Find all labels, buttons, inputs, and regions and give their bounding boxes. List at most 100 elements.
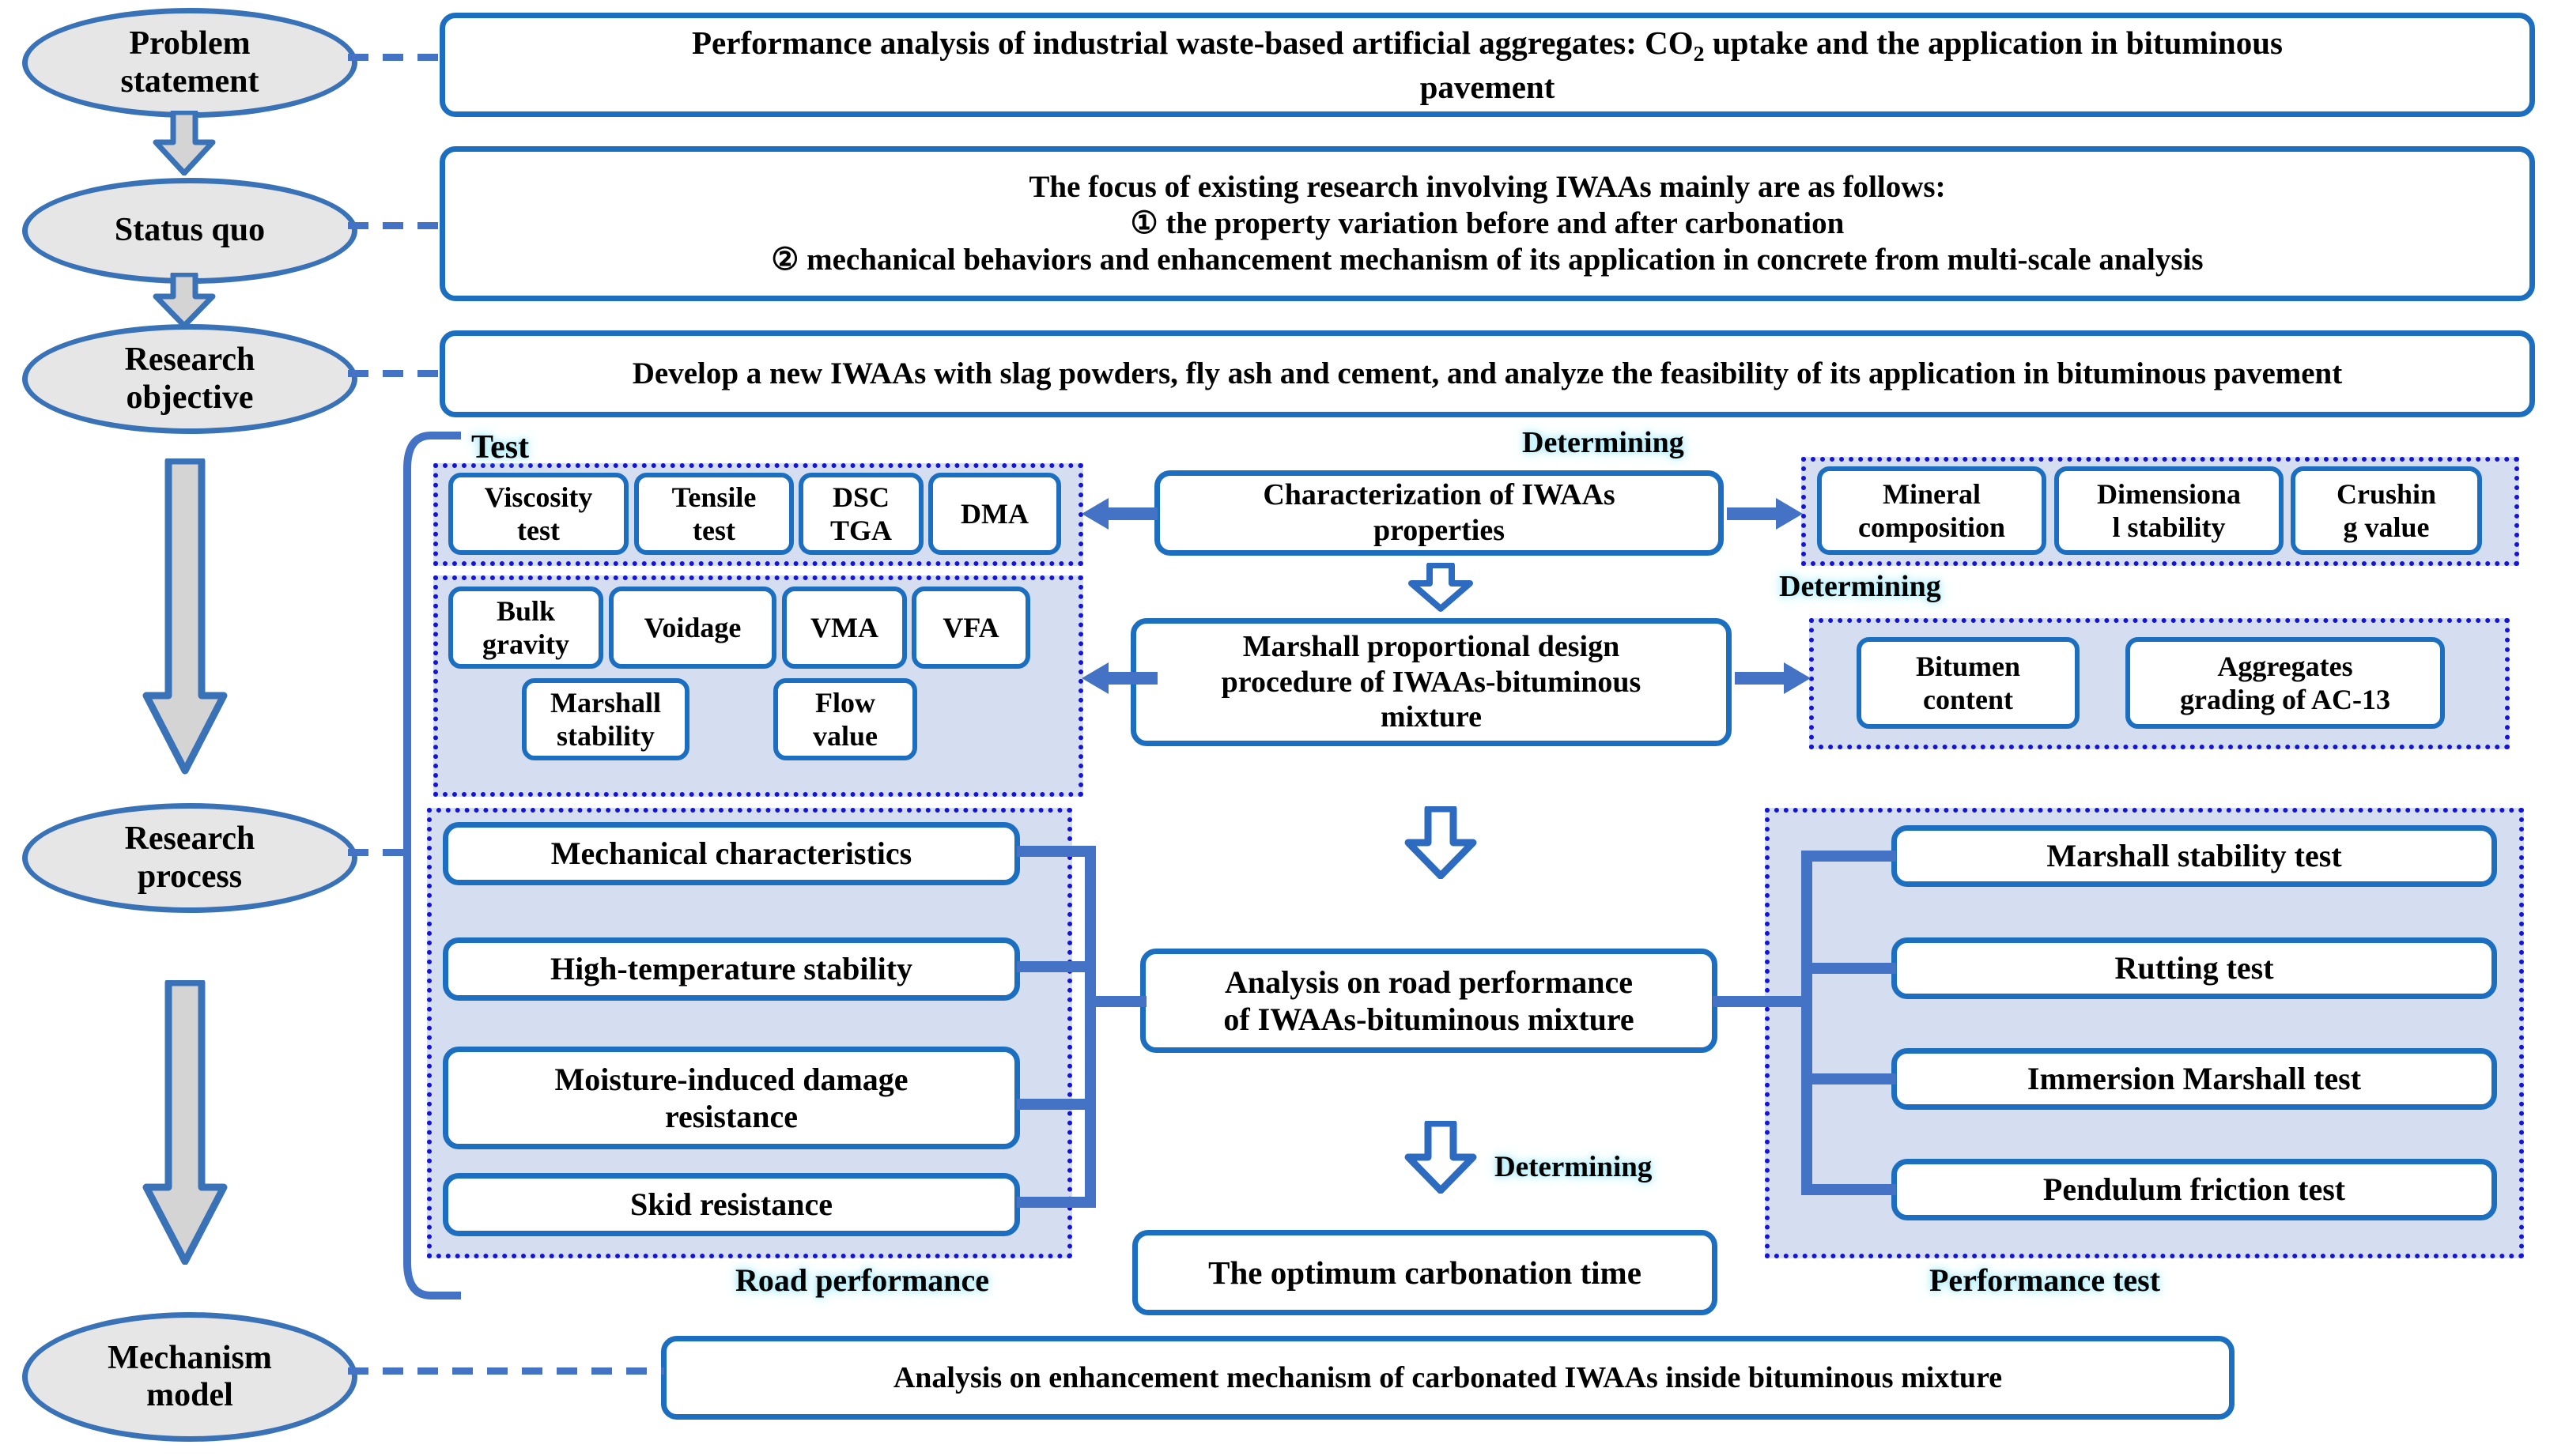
tree-branch-left-3 xyxy=(1017,1099,1094,1110)
box-line1: VFA xyxy=(943,611,999,643)
stage-label-line1: Mechanism xyxy=(108,1339,272,1376)
box-line2: of IWAAs-bituminous mixture xyxy=(1223,1001,1634,1037)
box-line1: Bitumen xyxy=(1915,650,2020,682)
box-line2: properties xyxy=(1373,514,1505,547)
road-perf-box-skid-resistance[interactable]: Skid resistance xyxy=(443,1173,1020,1236)
tree-branch-left-2 xyxy=(1017,961,1094,972)
box-line1: Analysis on road performance xyxy=(1225,964,1633,1000)
box-line1: Aggregates xyxy=(2217,650,2353,682)
box-line2: gravity xyxy=(482,628,569,660)
determining-box-aggregates-grading[interactable]: Aggregates grading of AC-13 xyxy=(2125,637,2445,729)
test-box-bulk-gravity[interactable]: Bulk gravity xyxy=(448,587,603,669)
center-box-optimum-carbonation-time[interactable]: The optimum carbonation time xyxy=(1132,1230,1717,1315)
stage-ellipse-research-objective[interactable]: Research objective xyxy=(22,324,357,434)
box-line1: Immersion Marshall test xyxy=(2027,1061,2362,1097)
perf-test-box-immersion-marshall-test[interactable]: Immersion Marshall test xyxy=(1891,1048,2497,1110)
arrow-to-determining-2-icon xyxy=(1735,661,1811,696)
box-line1: DMA xyxy=(961,497,1029,530)
connector-research-objective xyxy=(348,370,443,377)
box-line1: DSC xyxy=(832,481,890,513)
center-box-marshall-design[interactable]: Marshall proportional design procedure o… xyxy=(1131,618,1732,746)
box-line2: test xyxy=(517,515,560,546)
banner-line1: Analysis on enhancement mechanism of car… xyxy=(893,1360,2003,1394)
group-label-determining-1: Determining xyxy=(1522,426,1684,459)
road-perf-box-high-temperature-stability[interactable]: High-temperature stability xyxy=(443,937,1020,1001)
center-arrow-2-icon xyxy=(1403,806,1478,879)
group-label-determining-2: Determining xyxy=(1779,570,1941,603)
test-box-flow-value[interactable]: Flow value xyxy=(773,678,917,760)
tree-branch-right-3 xyxy=(1811,1073,1896,1084)
determining-box-mineral-composition[interactable]: Mineral composition xyxy=(1817,466,2046,555)
test-box-tensile-test[interactable]: Tensile test xyxy=(634,473,794,555)
arrow-to-test-row1-icon xyxy=(1082,496,1158,531)
test-box-marshall-stability[interactable]: Marshall stability xyxy=(522,678,689,760)
box-line2: resistance xyxy=(664,1099,799,1134)
spine-arrow-1-icon xyxy=(153,111,216,175)
box-line2: g value xyxy=(2343,511,2430,543)
stage-ellipse-research-process[interactable]: Research process xyxy=(22,803,357,913)
tree-branch-left-4 xyxy=(1017,1197,1094,1208)
box-line2: stability xyxy=(556,720,655,752)
stage-label-line1: Research xyxy=(124,820,255,858)
box-line2: l stability xyxy=(2112,511,2226,543)
determining-box-dimensional-stability[interactable]: Dimensiona l stability xyxy=(2054,466,2284,555)
stage-ellipse-problem-statement[interactable]: Problem statement xyxy=(22,8,357,118)
spine-arrow-4-icon xyxy=(142,980,228,1265)
determining-box-bitumen-content[interactable]: Bitumen content xyxy=(1857,637,2080,729)
group-label-test: Test xyxy=(471,429,530,466)
stage-label-line1: Research xyxy=(124,341,255,379)
stage-label-line1: Status quo xyxy=(114,212,266,249)
tree-stem-left xyxy=(1085,996,1147,1007)
road-perf-box-mechanical-characteristics[interactable]: Mechanical characteristics xyxy=(443,822,1020,885)
banner-line1: Develop a new IWAAs with slag powders, f… xyxy=(632,356,2343,390)
box-line1: Voidage xyxy=(644,611,742,643)
road-perf-box-moisture-induced-damage-resistance[interactable]: Moisture-induced damage resistance xyxy=(443,1047,1020,1149)
test-box-vma[interactable]: VMA xyxy=(782,587,907,669)
banner-mechanism-model: Analysis on enhancement mechanism of car… xyxy=(661,1336,2235,1420)
box-line1: Moisture-induced damage xyxy=(554,1061,909,1097)
box-line2: procedure of IWAAs-bituminous xyxy=(1221,665,1641,699)
test-box-viscosity-test[interactable]: Viscosity test xyxy=(448,473,629,555)
banner-line1: Performance analysis of industrial waste… xyxy=(692,24,2283,66)
stage-label-line2: process xyxy=(137,858,243,895)
test-box-dsc-tga[interactable]: DSC TGA xyxy=(799,473,924,555)
box-line1: Characterization of IWAAs xyxy=(1263,478,1615,512)
perf-test-box-rutting-test[interactable]: Rutting test xyxy=(1891,937,2497,999)
center-box-road-analysis[interactable]: Analysis on road performance of IWAAs-bi… xyxy=(1140,949,1717,1053)
banner-line1: The focus of existing research involving… xyxy=(1029,169,1946,204)
box-line2: content xyxy=(1923,684,2013,715)
test-box-voidage[interactable]: Voidage xyxy=(609,587,776,669)
stage-ellipse-mechanism-model[interactable]: Mechanism model xyxy=(22,1312,357,1442)
box-line1: Flow xyxy=(814,686,875,719)
stage-label-line2: objective xyxy=(126,379,254,416)
stage-ellipse-status-quo[interactable]: Status quo xyxy=(22,178,357,284)
box-line1: Viscosity xyxy=(484,481,593,513)
group-label-determining-3: Determining xyxy=(1494,1151,1653,1183)
center-box-characterization[interactable]: Characterization of IWAAs properties xyxy=(1154,470,1724,556)
connector-mechanism-model xyxy=(348,1367,664,1375)
tree-branch-right-1 xyxy=(1811,851,1896,862)
spine-arrow-3-icon xyxy=(142,458,228,775)
determining-box-crushing-value[interactable]: Crushin g value xyxy=(2291,466,2482,555)
test-box-vfa[interactable]: VFA xyxy=(912,587,1030,669)
test-box-dma[interactable]: DMA xyxy=(928,473,1061,555)
arrow-to-determining-1-icon xyxy=(1727,496,1803,531)
group-label-road-performance: Road performance xyxy=(735,1262,990,1298)
banner-line3: ② mechanical behaviors and enhancement m… xyxy=(771,243,2204,277)
stage-label-line2: statement xyxy=(120,62,259,100)
connector-problem-statement xyxy=(348,54,443,61)
box-line1: Mineral xyxy=(1883,477,1981,510)
box-line2: grading of AC-13 xyxy=(2179,684,2390,715)
perf-test-box-marshall-stability-test[interactable]: Marshall stability test xyxy=(1891,825,2497,887)
tree-spine-right xyxy=(1801,851,1812,1195)
box-line1: Marshall stability test xyxy=(2046,838,2342,874)
banner-problem-statement: Performance analysis of industrial waste… xyxy=(440,13,2535,117)
connector-status-quo xyxy=(348,222,443,229)
perf-test-box-pendulum-friction-test[interactable]: Pendulum friction test xyxy=(1891,1159,2497,1220)
box-line1: High-temperature stability xyxy=(550,951,913,987)
banner-research-objective: Develop a new IWAAs with slag powders, f… xyxy=(440,330,2535,417)
box-line1: Skid resistance xyxy=(630,1186,833,1223)
box-line1: Mechanical characteristics xyxy=(550,836,912,872)
banner-status-quo: The focus of existing research involving… xyxy=(440,146,2535,301)
